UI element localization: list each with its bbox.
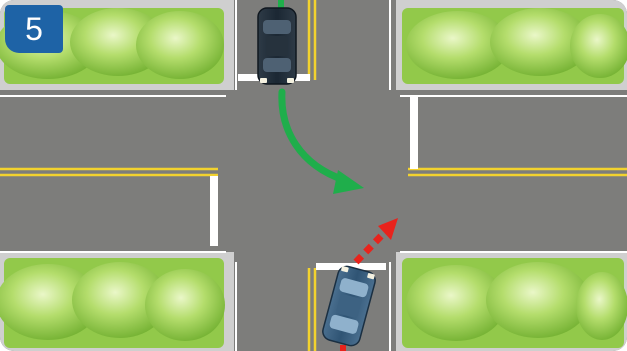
car-top xyxy=(257,7,297,85)
car-bottom xyxy=(322,265,376,347)
scenario-number-badge: 5 xyxy=(5,5,63,53)
red-dotted-arrow xyxy=(340,218,398,351)
scenario-number: 5 xyxy=(25,11,43,47)
